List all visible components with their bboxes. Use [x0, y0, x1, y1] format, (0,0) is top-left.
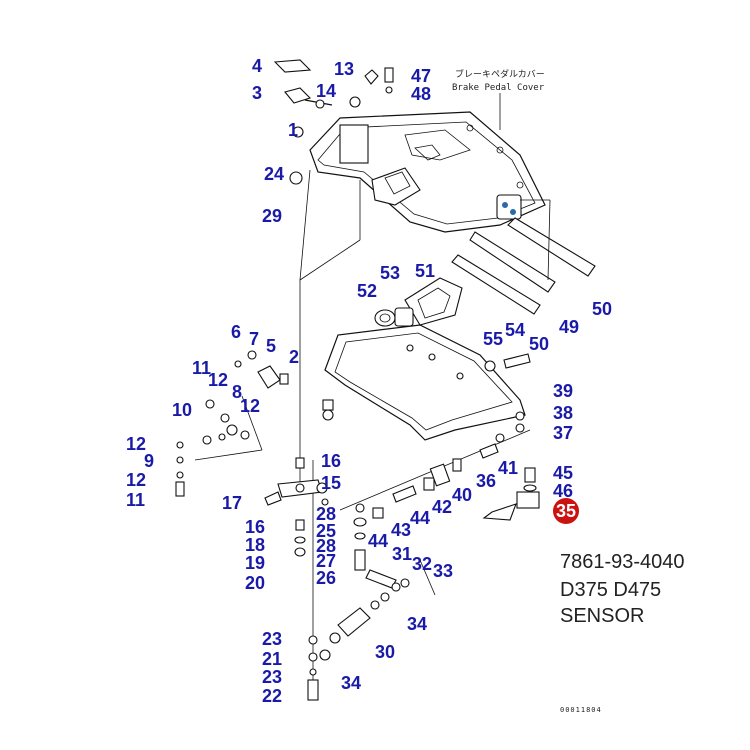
drawing-serial: 00011804	[560, 706, 602, 714]
callout-23[interactable]: 23	[262, 667, 282, 687]
highlight-35-label: 35	[556, 501, 576, 521]
callout-12[interactable]: 12	[126, 434, 146, 454]
callout-16[interactable]: 16	[245, 517, 265, 537]
callout-10[interactable]: 10	[172, 400, 192, 420]
callout-20[interactable]: 20	[245, 573, 265, 593]
lower-mechanism	[307, 503, 436, 701]
callout-4[interactable]: 4	[252, 56, 262, 76]
callout-54[interactable]: 54	[505, 320, 525, 340]
callout-30[interactable]: 30	[375, 642, 395, 662]
callout-17[interactable]: 17	[222, 493, 242, 513]
callout-11[interactable]: 11	[126, 490, 145, 510]
callout-38[interactable]: 38	[553, 403, 573, 423]
callout-13[interactable]: 13	[334, 59, 354, 79]
callout-41[interactable]: 41	[498, 458, 518, 478]
part-number: 7861-93-4040	[560, 551, 685, 573]
callout-50[interactable]: 50	[529, 334, 549, 354]
callout-18[interactable]: 18	[245, 535, 265, 555]
callout-45[interactable]: 45	[553, 463, 573, 483]
pump-label-box	[496, 194, 522, 220]
callout-33[interactable]: 33	[433, 561, 453, 581]
callout-52[interactable]: 52	[357, 281, 377, 301]
linkage-parts-left	[175, 350, 289, 497]
callout-22[interactable]: 22	[262, 686, 282, 706]
callout-1[interactable]: 1	[288, 120, 298, 140]
note-brake-pedal-cover-en: Brake Pedal Cover	[452, 83, 545, 93]
callout-40[interactable]: 40	[452, 485, 472, 505]
callout-12[interactable]: 12	[126, 470, 146, 490]
callout-39[interactable]: 39	[553, 381, 573, 401]
callout-2[interactable]: 2	[289, 347, 299, 367]
note-brake-pedal-cover-jp: ブレーキペダルカバー	[455, 68, 545, 80]
callout-21[interactable]: 21	[262, 649, 282, 669]
callout-32[interactable]: 32	[412, 554, 432, 574]
callout-12[interactable]: 12	[208, 370, 228, 390]
callout-44[interactable]: 44	[410, 508, 430, 528]
callout-14[interactable]: 14	[316, 81, 336, 101]
callout-11[interactable]: 11	[192, 358, 211, 378]
pedal-parts-top	[273, 59, 394, 185]
callout-28[interactable]: 28	[316, 536, 336, 556]
callout-25[interactable]: 25	[316, 521, 336, 541]
central-bracket	[264, 457, 329, 557]
brake-pedal-cover-plate	[309, 111, 546, 233]
callout-43[interactable]: 43	[391, 520, 411, 540]
callout-51[interactable]: 51	[415, 261, 435, 281]
callout-9[interactable]: 9	[144, 451, 154, 471]
callout-36[interactable]: 36	[476, 471, 496, 491]
rod-leader-lines	[299, 169, 361, 690]
lower-tray	[322, 324, 526, 441]
callout-23[interactable]: 23	[262, 629, 282, 649]
callout-19[interactable]: 19	[245, 553, 265, 573]
callout-50[interactable]: 50	[592, 299, 612, 319]
callout-3[interactable]: 3	[252, 83, 262, 103]
callout-16[interactable]: 16	[321, 451, 341, 471]
callout-34[interactable]: 34	[341, 673, 361, 693]
part-description: SENSOR	[560, 605, 644, 627]
callout-26[interactable]: 26	[316, 568, 336, 588]
callout-47[interactable]: 47	[411, 66, 431, 86]
callout-53[interactable]: 53	[380, 263, 400, 283]
callout-31[interactable]: 31	[392, 544, 412, 564]
callout-6[interactable]: 6	[231, 322, 241, 342]
callout-44[interactable]: 44	[368, 531, 388, 551]
callout-49[interactable]: 49	[559, 317, 579, 337]
cover-rails	[451, 199, 596, 315]
callout-27[interactable]: 27	[316, 551, 336, 571]
sensor-rod-parts	[339, 353, 540, 521]
callout-15[interactable]: 15	[321, 473, 341, 493]
callout-46[interactable]: 46	[553, 481, 573, 501]
highlight-35-marker[interactable]: 35	[553, 498, 579, 524]
callout-8[interactable]: 8	[232, 382, 242, 402]
callout-28[interactable]: 28	[316, 504, 336, 524]
callout-5[interactable]: 5	[266, 336, 276, 356]
callout-34[interactable]: 34	[407, 614, 427, 634]
callout-48[interactable]: 48	[411, 84, 431, 104]
callout-42[interactable]: 42	[432, 497, 452, 517]
callout-29[interactable]: 29	[262, 206, 282, 226]
callout-7[interactable]: 7	[249, 329, 259, 349]
callout-24[interactable]: 24	[264, 164, 284, 184]
model-list: D375 D475	[560, 579, 661, 601]
callout-12[interactable]: 12	[240, 396, 260, 416]
callout-37[interactable]: 37	[553, 423, 573, 443]
motor-assembly	[374, 277, 463, 327]
callout-55[interactable]: 55	[483, 329, 503, 349]
